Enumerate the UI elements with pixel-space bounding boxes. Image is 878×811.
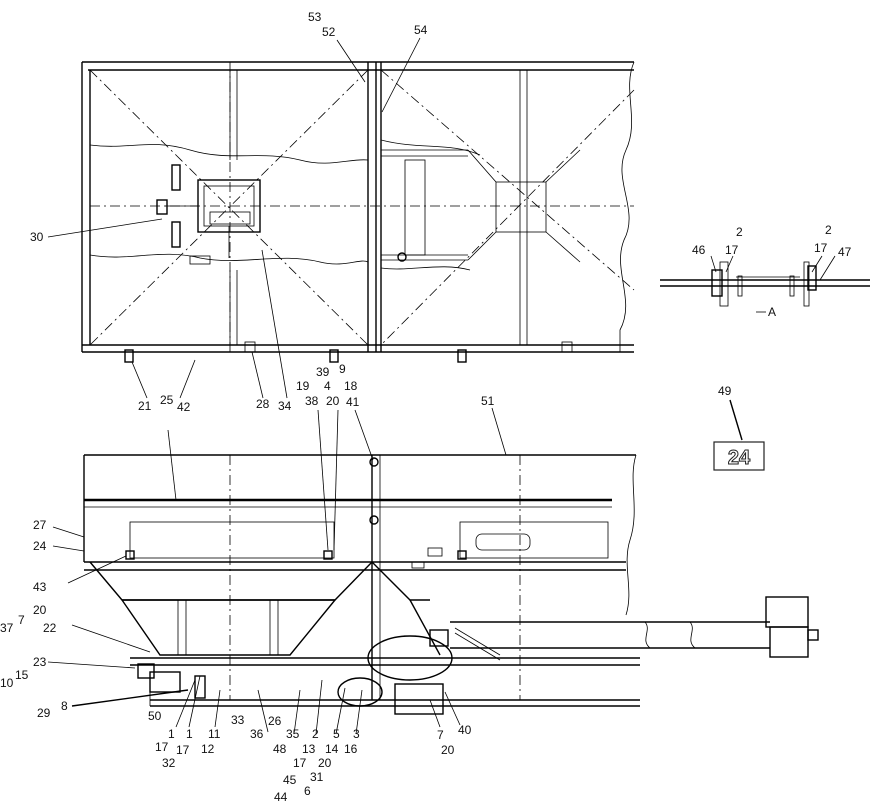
callout-7-left: 7 [18,613,25,627]
callout-14: 14 [325,742,339,756]
callout-15: 15 [15,668,29,682]
callout-26: 26 [268,714,282,728]
callout-41: 41 [346,395,360,409]
callout-33: 33 [231,713,245,727]
callout-2-bottom: 2 [312,727,319,741]
callout-34: 34 [278,399,292,413]
callout-labels: 53 52 54 30 2 46 17 2 17 47 21 42 28 34 … [0,10,852,804]
callout-37: 37 [0,621,14,635]
callout-18: 18 [344,379,358,393]
decal-badge: 24 [713,441,765,471]
callout-24: 24 [33,539,47,553]
callout-20-bottom-right: 20 [441,743,455,757]
callout-32: 32 [162,756,176,770]
callout-47: 47 [838,245,852,259]
callout-48: 48 [273,742,287,756]
callout-20-left: 20 [33,603,47,617]
callout-10: 10 [0,676,14,690]
callout-2-detail-right: 2 [825,223,832,237]
callout-36: 36 [250,727,264,741]
callout-17-detail-left: 17 [725,243,739,257]
callout-51: 51 [481,394,495,408]
callout-23: 23 [33,655,47,669]
callout-6: 6 [304,784,311,798]
callout-5: 5 [333,727,340,741]
callout-17-detail-right: 17 [814,241,828,255]
callout-1-b: 1 [186,727,193,741]
callout-17-bottom-c: 17 [293,756,307,770]
callout-17-bottom-a: 17 [155,740,169,754]
callout-17-bottom-b: 17 [176,743,190,757]
callout-49: 49 [718,384,732,398]
callout-7-bottom: 7 [437,728,444,742]
callout-3: 3 [353,727,360,741]
callout-40: 40 [458,723,472,737]
side-view [83,454,819,715]
callout-21: 21 [138,399,152,413]
callout-29: 29 [37,706,51,720]
callout-43: 43 [33,580,47,594]
callout-19: 19 [296,379,310,393]
callout-12: 12 [201,742,215,756]
callout-22: 22 [43,621,57,635]
plan-view [81,61,635,363]
callout-44: 44 [274,790,288,804]
callout-35: 35 [286,727,300,741]
callout-31: 31 [310,770,324,784]
callout-4: 4 [324,379,331,393]
callout-11: 11 [208,727,221,741]
callout-39: 39 [316,365,330,379]
callout-50: 50 [148,709,162,723]
callout-1-a: 1 [168,727,175,741]
callout-52: 52 [322,25,336,39]
callout-54: 54 [414,23,428,37]
callout-9: 9 [339,362,346,376]
callout-25: 25 [160,393,174,407]
callout-20-bottom: 20 [318,756,332,770]
leader-lines [47,37,836,735]
detail-view-a: A [660,261,870,319]
decal-badge-text: 24 [728,447,751,469]
callout-53: 53 [308,10,322,24]
callout-8: 8 [61,699,68,713]
callout-38: 38 [305,394,319,408]
callout-42: 42 [177,400,191,414]
callout-13: 13 [302,742,316,756]
callout-30: 30 [30,230,44,244]
callout-27: 27 [33,518,47,532]
callout-45: 45 [283,773,297,787]
callout-16: 16 [344,742,358,756]
callout-46: 46 [692,243,706,257]
callout-20-top: 20 [326,394,340,408]
view-marker-label: A [768,305,776,319]
callout-2-detail-left: 2 [736,225,743,239]
callout-28: 28 [256,397,270,411]
